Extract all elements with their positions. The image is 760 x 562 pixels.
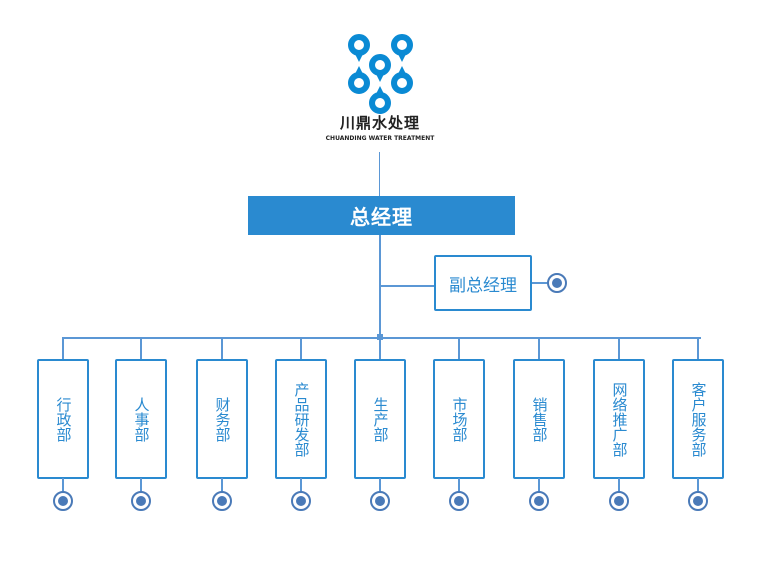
connector	[618, 478, 620, 492]
connector	[379, 152, 380, 196]
connector	[300, 338, 302, 360]
connector	[221, 478, 223, 492]
department-box: 产品研发部	[275, 359, 327, 479]
department-label: 客户服务部	[689, 381, 708, 457]
department-box: 人事部	[115, 359, 167, 479]
connector	[697, 478, 699, 492]
department-box: 财务部	[196, 359, 248, 479]
expand-node-icon[interactable]	[609, 491, 629, 511]
department-box: 网络推广部	[593, 359, 645, 479]
logo-name-cn: 川鼎水处理	[339, 114, 420, 132]
connector	[62, 478, 64, 492]
general-manager-box: 总经理	[248, 196, 515, 235]
expand-node-icon[interactable]	[53, 491, 73, 511]
expand-node-icon[interactable]	[547, 273, 567, 293]
connector	[379, 478, 381, 492]
department-label: 人事部	[132, 396, 151, 442]
connector	[697, 338, 699, 360]
department-label: 财务部	[213, 396, 232, 442]
logo-icon	[348, 34, 413, 114]
expand-node-icon[interactable]	[291, 491, 311, 511]
department-box: 生产部	[354, 359, 406, 479]
department-label: 网络推广部	[610, 381, 629, 457]
expand-node-icon[interactable]	[529, 491, 549, 511]
junction-dot	[377, 334, 383, 340]
connector	[379, 235, 381, 339]
connector	[538, 478, 540, 492]
expand-node-icon[interactable]	[449, 491, 469, 511]
department-label: 产品研发部	[292, 381, 311, 457]
connector	[140, 338, 142, 360]
department-label: 行政部	[54, 396, 73, 442]
connector	[221, 338, 223, 360]
expand-node-icon[interactable]	[688, 491, 708, 511]
connector	[458, 478, 460, 492]
connector	[300, 478, 302, 492]
connector	[380, 285, 434, 287]
logo-name-en: CHUANDING WATER TREATMENT	[325, 135, 435, 142]
department-box: 行政部	[37, 359, 89, 479]
department-label: 生产部	[371, 396, 390, 442]
expand-node-icon[interactable]	[370, 491, 390, 511]
department-label: 市场部	[450, 396, 469, 442]
connector	[379, 338, 381, 360]
connector	[618, 338, 620, 360]
expand-node-icon[interactable]	[212, 491, 232, 511]
department-box: 市场部	[433, 359, 485, 479]
connector	[538, 338, 540, 360]
expand-node-icon[interactable]	[131, 491, 151, 511]
connector	[140, 478, 142, 492]
connector	[458, 338, 460, 360]
department-box: 销售部	[513, 359, 565, 479]
deputy-manager-box: 副总经理	[434, 255, 532, 311]
department-label: 销售部	[530, 396, 549, 442]
connector	[532, 282, 548, 284]
connector	[62, 338, 64, 360]
department-box: 客户服务部	[672, 359, 724, 479]
